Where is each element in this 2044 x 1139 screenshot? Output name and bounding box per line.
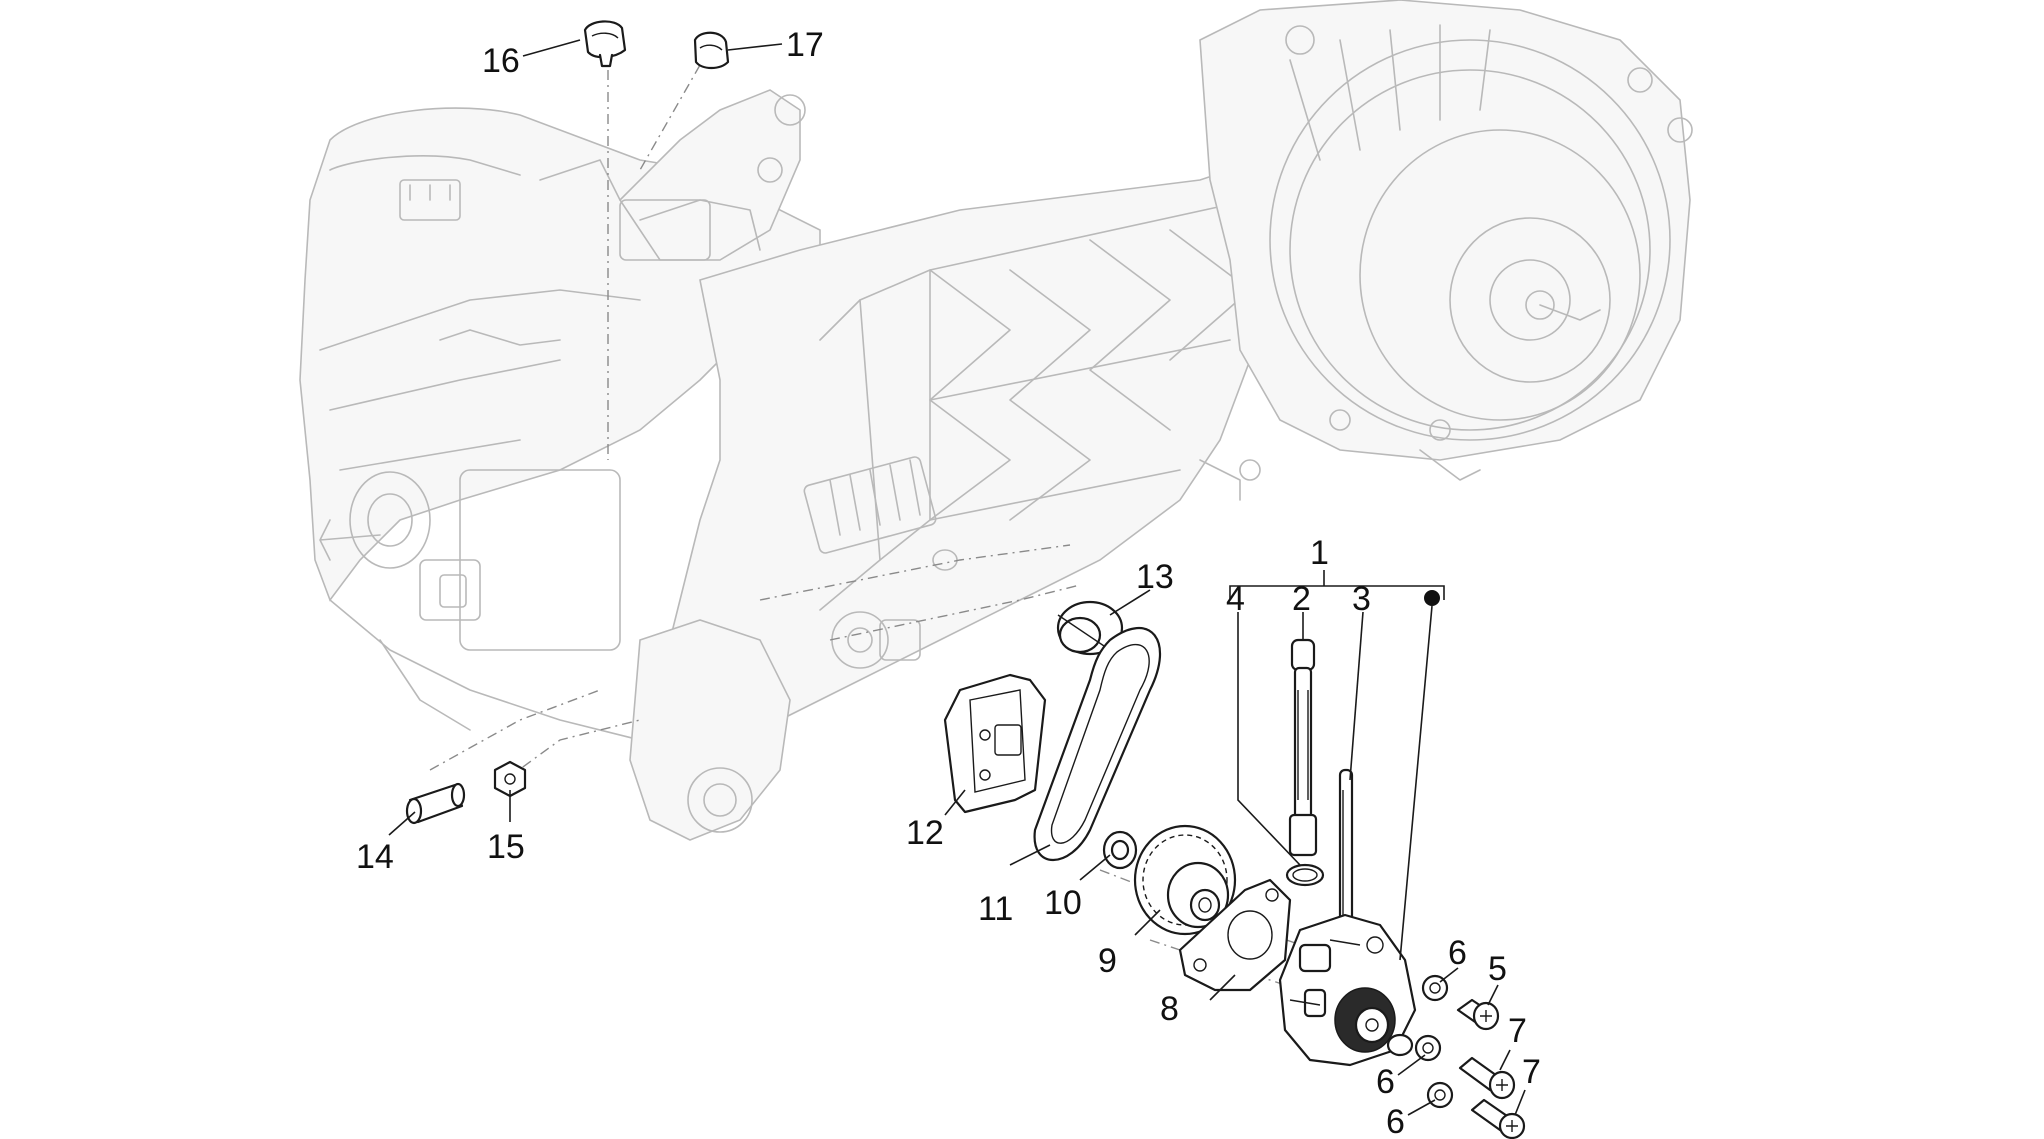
callout-6a: 6 <box>1448 934 1467 972</box>
part-5-screw[interactable] <box>1456 998 1500 1031</box>
callout-17: 17 <box>786 26 824 64</box>
part-8-gasket[interactable] <box>1178 878 1292 992</box>
part-2-shaft[interactable] <box>1288 638 1318 857</box>
callout-12: 12 <box>906 814 944 852</box>
part-14-sleeve[interactable] <box>405 782 466 825</box>
callout-8: 8 <box>1160 990 1179 1028</box>
part-6-washer-b[interactable] <box>1414 1034 1442 1062</box>
leader-lines <box>388 39 1526 1116</box>
part-4-o-ring[interactable] <box>1285 863 1325 887</box>
callout-6b: 6 <box>1376 1063 1395 1101</box>
callout-11: 11 <box>978 890 1013 928</box>
part-7-screw-b[interactable] <box>1470 1098 1526 1139</box>
callout-15: 15 <box>487 828 525 866</box>
callout-16: 16 <box>482 42 520 80</box>
callout-7b: 7 <box>1522 1053 1541 1091</box>
callout-1: 1 <box>1310 534 1329 572</box>
callout-3: 3 <box>1352 580 1371 618</box>
kit-1-bracket <box>1229 570 1445 600</box>
callout-2: 2 <box>1292 580 1311 618</box>
part-9-sprocket[interactable] <box>1133 824 1237 936</box>
callout-13: 13 <box>1136 558 1174 596</box>
callout-4: 4 <box>1226 580 1245 618</box>
part-7-screw-a[interactable] <box>1458 1056 1516 1100</box>
callout-labels: 1 2 3 4 5 6 6 6 7 7 8 9 10 11 12 13 14 1… <box>356 26 1541 1139</box>
part-15-nut[interactable] <box>493 760 527 798</box>
callout-14: 14 <box>356 838 394 876</box>
part-12-guide-plate[interactable] <box>943 673 1047 814</box>
callout-6c: 6 <box>1386 1103 1405 1139</box>
oil-pump-body[interactable] <box>1278 913 1417 1067</box>
callout-9: 9 <box>1098 942 1117 980</box>
part-17-clip[interactable] <box>693 31 730 70</box>
part-6-washer-c[interactable] <box>1426 1081 1454 1109</box>
part-10-washer[interactable] <box>1102 830 1138 870</box>
callout-10: 10 <box>1044 884 1082 922</box>
filled-dot-icon <box>1424 590 1440 606</box>
engine-ghost-outline <box>299 0 1693 841</box>
part-11-drive-belt[interactable] <box>1033 627 1161 862</box>
callout-7a: 7 <box>1508 1012 1527 1050</box>
part-16-clip[interactable] <box>583 20 627 68</box>
part-13-bearing[interactable] <box>1056 600 1124 656</box>
callout-5: 5 <box>1488 950 1507 988</box>
